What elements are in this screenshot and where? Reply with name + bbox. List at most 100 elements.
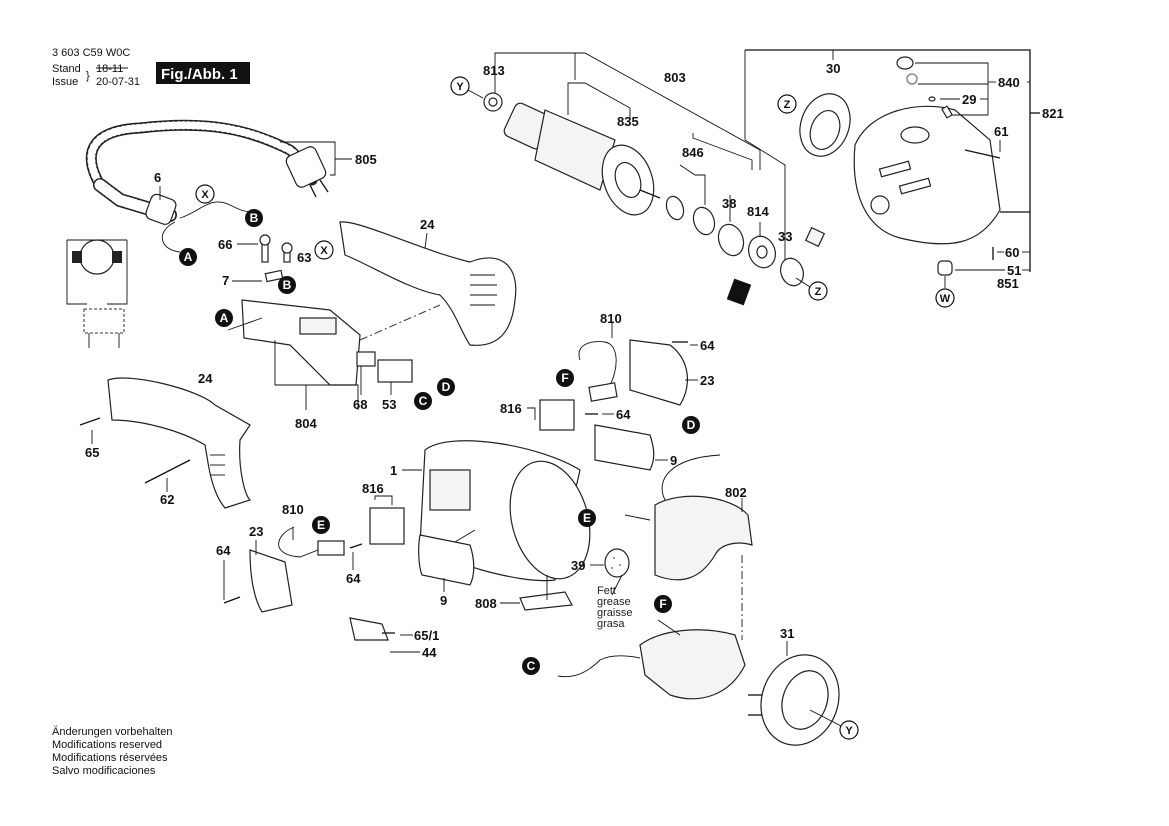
part-label-23-upper: 23: [700, 373, 714, 388]
part-label-23-lower: 23: [249, 524, 263, 539]
brush-cluster-lower: [223, 507, 405, 641]
bracket-846: [692, 133, 753, 170]
bracket-804: [274, 340, 359, 410]
handle-half-top: [339, 221, 517, 346]
ref-X-handle: X: [314, 240, 334, 260]
handle-bottom-shape: [107, 377, 252, 509]
brush-holder-816-upper: [539, 399, 575, 431]
part-label-65: 65: [85, 445, 99, 460]
coil-wire-to-C: [557, 655, 641, 678]
screw-64-lower-left: [223, 596, 241, 604]
bracket-821: [745, 49, 1031, 272]
part-label-805: 805: [355, 152, 377, 167]
gear-head-assembly: [799, 56, 1001, 276]
part-label-835: 835: [617, 114, 639, 129]
bracket-821-left: [744, 50, 786, 260]
plug-pin: [319, 179, 329, 193]
part-label-821: 821: [1042, 106, 1064, 121]
connector-marker: [556, 369, 574, 387]
ref-letter: X: [201, 189, 209, 201]
armature-core: [534, 109, 616, 191]
part-label-65-1: 65/1: [414, 628, 439, 643]
connector-letter: C: [527, 659, 536, 673]
ref-marker: [839, 720, 859, 740]
fan-hub: [614, 161, 642, 199]
wire-to-A: [162, 221, 181, 253]
field-coil-lower: [639, 629, 746, 700]
insulation-808: [519, 591, 573, 611]
grease-dot: [619, 564, 621, 566]
connector-letter: E: [317, 518, 325, 532]
part-label-9-upper: 9: [670, 453, 677, 468]
part-label-840: 840: [998, 75, 1020, 90]
ref-marker: [808, 281, 828, 301]
screw-63-head: [281, 242, 293, 254]
housing-spindle-lock: [870, 195, 890, 215]
coil-wire-to-F: [657, 619, 681, 636]
bracket-816-upper: [527, 407, 536, 420]
part-label-802: 802: [725, 485, 747, 500]
part-label-7: 7: [222, 273, 229, 288]
footer-line-en: Modifications reserved: [52, 739, 162, 751]
part-label-29: 29: [962, 92, 976, 107]
connector-marker: [179, 248, 197, 266]
ref-marker: [450, 76, 470, 96]
brush-cluster-upper: [539, 339, 688, 471]
circlip-846: [665, 195, 685, 221]
part-label-68: 68: [353, 397, 367, 412]
part-label-810-lower: 810: [282, 502, 304, 517]
part-label-53: 53: [382, 397, 396, 412]
issue-label: Issue: [52, 76, 78, 88]
grease-dot: [611, 567, 613, 569]
grease-note-line: Fett: [597, 585, 616, 597]
schematic-switch: [83, 308, 125, 334]
connector-D-coil: D: [682, 416, 700, 434]
oring-29: [928, 96, 936, 102]
brush-810-upper: [588, 382, 618, 402]
schematic-brush-left: [72, 251, 82, 263]
ref-letter: Z: [784, 99, 791, 111]
bearing-insert: [726, 278, 752, 306]
connector-letter: F: [659, 597, 666, 611]
part-label-816-lower: 816: [362, 481, 384, 496]
housing-switch-cavity: [429, 469, 471, 511]
header-block: 3 603 C59 W0C Stand Issue } 18-11 20-07-…: [52, 47, 250, 88]
grease-dot: [613, 557, 615, 559]
part-label-38: 38: [722, 196, 736, 211]
grease-note-line: graisse: [597, 607, 632, 619]
connector-F-upper: F: [556, 369, 574, 387]
connector-A-switch: A: [215, 309, 233, 327]
part-label-803: 803: [664, 70, 686, 85]
part-53-shape: [377, 359, 413, 383]
handle-half-bottom: [79, 377, 252, 509]
screw-66-head: [259, 234, 271, 246]
connector-letter: A: [184, 250, 193, 264]
part-label-24-bottom: 24: [198, 371, 213, 386]
power-cord-assembly: [85, 119, 329, 253]
cord-outline: [85, 119, 318, 191]
connector-E-lower: E: [312, 516, 330, 534]
bearing-814-inner: [756, 245, 768, 259]
schematic-wire: [107, 240, 128, 305]
bracket-805: [280, 141, 336, 176]
coil-wire-to-D: [661, 454, 721, 501]
brush-wire-810-lower: [278, 526, 319, 558]
connector-B-switch: B: [278, 276, 296, 294]
part-label-64-mid: 64: [616, 407, 631, 422]
connector-letter: C: [419, 394, 428, 408]
insulation-9-lower: [418, 534, 475, 586]
leader-846-parts: [679, 164, 706, 205]
schematic-wire: [66, 240, 87, 305]
housing-vent: [898, 177, 932, 195]
ref-letter: Y: [845, 725, 853, 737]
footer-line-de: Änderungen vorbehalten: [52, 726, 172, 738]
connector-B-top: B: [245, 209, 263, 227]
part-label-810-upper: 810: [600, 311, 622, 326]
connector-marker: [437, 378, 455, 396]
leader-A-switch: [227, 317, 263, 331]
ref-letter: W: [940, 293, 951, 305]
part-label-60: 60: [1005, 245, 1019, 260]
part-label-62: 62: [160, 492, 174, 507]
part-label-808: 808: [475, 596, 497, 611]
ref-marker: [314, 240, 334, 260]
